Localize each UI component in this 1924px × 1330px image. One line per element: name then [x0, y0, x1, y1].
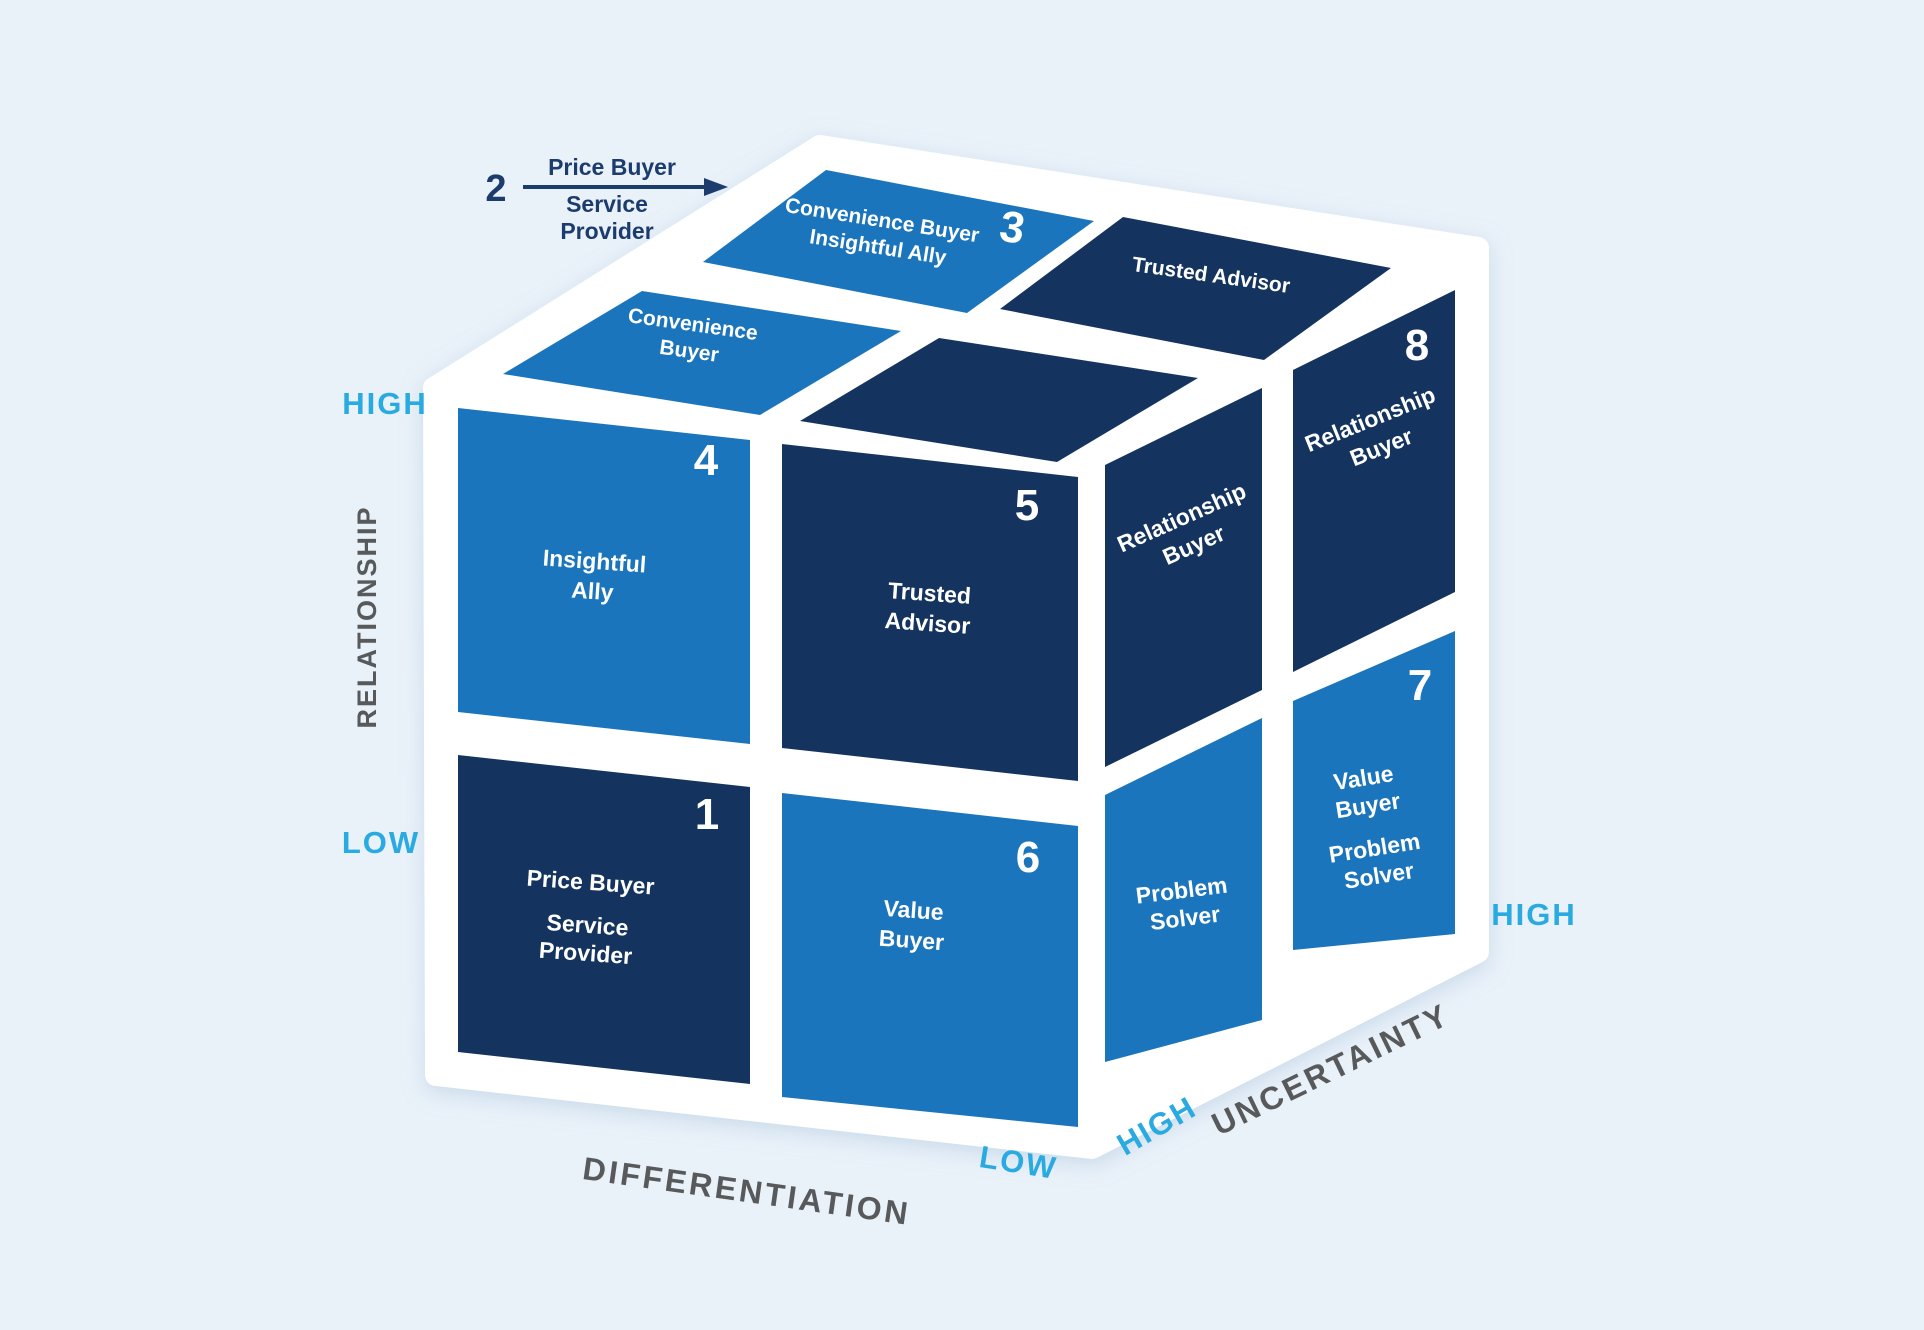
- tile-1-number: 1: [695, 790, 719, 839]
- tile-6-label-line2: Buyer: [878, 925, 945, 955]
- tile-1-label-line3: Provider: [538, 937, 633, 969]
- top-tile-unlabeled: [800, 338, 1198, 462]
- tile-1-label: Price Buyer Service Provider: [526, 865, 655, 969]
- transition-arrow-head-icon: [704, 178, 728, 196]
- tile-4-number: 4: [694, 436, 719, 485]
- tile-8-number: 8: [1405, 321, 1429, 370]
- top-tile-convenience-buyer: [503, 291, 901, 415]
- relationship-high-label: HIGH: [342, 386, 428, 421]
- tile-6-label-line1: Value: [883, 895, 945, 925]
- tile-5-label: Trusted Advisor: [884, 577, 972, 639]
- annotation-2-number: 2: [485, 168, 506, 210]
- front-tile-1-price-service: [458, 755, 750, 1084]
- relationship-axis-text: RELATIONSHIP: [352, 505, 382, 728]
- uncertainty-far-high-label: HIGH: [1491, 897, 1577, 932]
- top-tile-trusted-advisor: [1000, 217, 1391, 360]
- front-tile-4-insightful-ally: [458, 408, 750, 744]
- right-tile-7-value-problem: [1293, 631, 1455, 950]
- tile-5-label-line2: Advisor: [884, 607, 971, 639]
- front-tile-5-trusted-advisor: [782, 444, 1078, 781]
- relationship-axis-label: RELATIONSHIP: [352, 505, 382, 728]
- tile-7-number: 7: [1408, 661, 1432, 710]
- right-tile-relationship-buyer-front: [1105, 388, 1262, 767]
- annotation-service: Service: [566, 191, 648, 217]
- relationship-low-label: LOW: [342, 825, 420, 860]
- front-tile-6-value-buyer: [782, 793, 1078, 1127]
- top-tile-3-convenience-insightful: [703, 170, 1094, 313]
- tile-5-label-line1: Trusted: [887, 577, 972, 609]
- tile-6-label: Value Buyer: [878, 895, 945, 955]
- annotation-price-buyer: Price Buyer: [548, 154, 676, 180]
- annotation-provider: Provider: [560, 218, 653, 244]
- tile-5-number: 5: [1015, 481, 1039, 530]
- tile-4-label-line2: Ally: [571, 577, 615, 606]
- right-tile-problem-solver: [1105, 718, 1262, 1062]
- tile-1-label-line2: Service: [546, 909, 629, 941]
- tile-6-number: 6: [1016, 833, 1040, 882]
- right-tile-8-relationship-buyer: [1293, 290, 1455, 672]
